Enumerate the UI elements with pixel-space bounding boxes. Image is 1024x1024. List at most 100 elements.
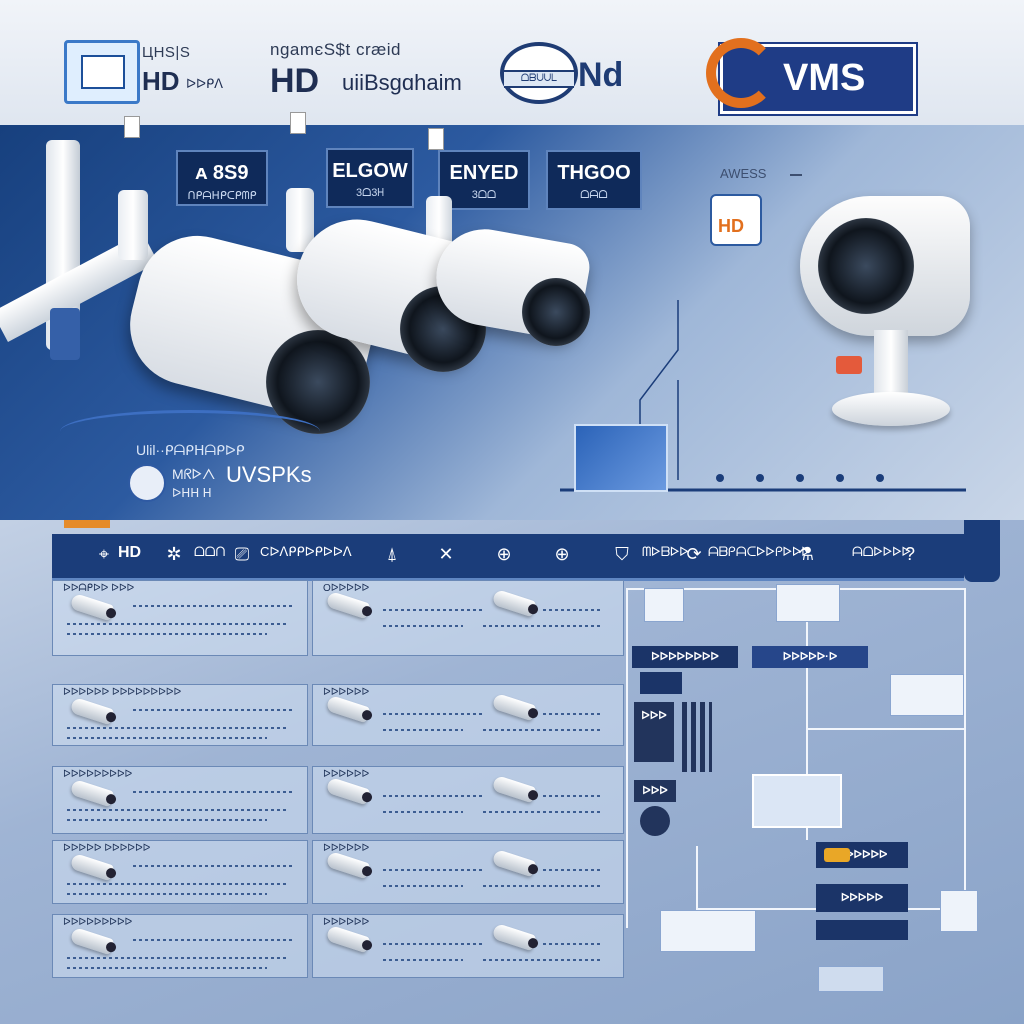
spec-text-line [383,885,463,887]
diagram-line [806,620,808,840]
brand-logo-icon [64,40,140,104]
spec-text-line [483,959,603,961]
spec-text-line [543,713,603,715]
camera-icon [491,922,537,952]
spec-text-line [543,795,603,797]
spec-text-line [543,869,603,871]
spec-text-line [383,943,483,945]
footer-chip[interactable] [818,966,884,992]
spec-cell[interactable]: ᐅᐅᐅᐅᐅᐅ [312,684,624,746]
file-icon[interactable] [940,890,978,932]
swoosh-decoration [60,410,320,453]
spec-cell[interactable]: Oᐅᐅᐅᐅᐅ [312,580,624,656]
spec-text-line [383,959,463,961]
diagram-dark-2[interactable]: ᐅᐅᐅᐅᐅ [816,884,908,912]
storage-icon [640,806,670,836]
navbar-end-cap [964,520,1000,582]
diagram-label-a: ᐅᐅᐅᐅᐅᐅᐅᐅ [632,646,738,668]
camera-base [832,392,950,426]
nav-item-4[interactable]: ᗩᗷᑭᗩᑕᐅᐅᑭᐅᐅᐅ [708,544,812,559]
camera-icon[interactable]: ⎚ [234,544,250,564]
nav-item-2[interactable]: Cᐅᐱᑭᑭᐅᑭᐅᐅᐱ [260,544,352,559]
spec-text-line [67,957,287,959]
status-chip-icon [824,848,850,862]
camera-label-2: ELGOW 3ᗝ3ᕼ [326,148,414,208]
shield-icon[interactable]: ⛉ [615,544,629,564]
spec-text-line [133,605,293,607]
camera-icon [491,848,537,878]
camera-icon [69,696,115,726]
arm-clip-icon [50,308,80,360]
spec-text-line [383,625,463,627]
monitor-box[interactable] [890,674,964,716]
hd-badge-icon: HD [710,194,762,246]
help-icon[interactable]: ? [904,544,915,564]
spec-cell[interactable]: ᐅᐅᐅᐅᐅᐅ [312,766,624,834]
spec-cell-caption: ᐅᐅᐅᐅᐅᐅᐅᐅᐅ [63,769,133,780]
spec-text-line [133,939,293,941]
spec-text-line [383,713,483,715]
spec-cell-caption: ᐅᐅᐅᐅᐅ ᐅᐅᐅᐅᐅᐅ [63,843,151,854]
diagram-line [696,846,698,910]
spec-cell[interactable]: ᐅᐅᐅᐅᐅᐅᐅᐅᐅ [52,914,308,978]
nav-item-1[interactable]: ᗝᗝᑎ [194,544,226,559]
camera-icon[interactable]: ⌖ [98,544,110,564]
camera-icon [325,590,371,620]
camera-icon [325,776,371,806]
spec-cell[interactable]: ᐅᐅᐅᐅᐅᐅ [312,840,624,904]
map-thumbnail[interactable] [752,774,842,828]
spec-text-line [383,729,463,731]
spec-cell[interactable]: ᐅᐅᗩᑭᐅᐅ ᐅᐅᐅ [52,580,308,656]
antenna-icon[interactable]: ⍋ [386,544,398,564]
spec-cell[interactable]: ᐅᐅᐅᐅᐅ ᐅᐅᐅᐅᐅᐅ [52,840,308,904]
diagram-box-2[interactable]: ᐅᐅᐅ [634,780,676,802]
camera-icon [325,694,371,724]
spec-text-line [67,633,267,635]
hanging-tag-icon [290,112,306,134]
spec-cell-caption: ᐅᐅᐅᐅᐅᐅ [323,843,370,854]
spec-text-line [67,737,267,739]
flask-icon[interactable]: ⚗ [797,544,815,564]
spec-text-line [483,625,603,627]
brand-hd-sub: ᐅᐅᑭᐱ [186,76,224,91]
spec-text-line [543,609,603,611]
spec-text-line [67,819,267,821]
network-icon[interactable]: ⊕ [496,544,512,564]
camera-icon [69,592,115,622]
camera-icon [325,924,371,954]
device-icon[interactable] [644,588,684,622]
right-top-label: AWESS [720,166,767,181]
refresh-icon[interactable]: ⟳ [686,544,702,564]
nav-item-3[interactable]: ᗰᐅᗷᐅᐅ [642,544,690,559]
rack-slots [682,702,712,772]
spec-cell[interactable]: ᐅᐅᐅᐅᐅᐅ [312,914,624,978]
panel-box[interactable] [660,910,756,952]
spec-cell[interactable]: ᐅᐅᐅᐅᐅᐅᐅᐅᐅ [52,766,308,834]
spec-text-line [133,709,293,711]
spec-text-line [67,967,267,969]
vms-logo-text: VMS [783,57,866,99]
left-caption: Ulil··ᑭᗩᑭᕼᗩᑭᐅᑭ [136,442,245,458]
nav-item-5[interactable]: ᗩᗝᐅᐅᐅᐅ [852,544,912,559]
diagram-box-1[interactable]: ᐅᐅᐅ [634,702,674,762]
camera-label-3: ENYED 3ᗝᗝ [438,150,530,210]
spec-text-line [483,811,603,813]
spec-cell-caption: ᐅᐅᐅᐅᐅᐅ ᐅᐅᐅᐅᐅᐅᐅᐅᐅ [63,687,182,698]
spec-cell-caption: ᐅᐅᗩᑭᐅᐅ ᐅᐅᐅ [63,583,135,594]
tagline-top: ngamєS$t cræid [270,40,401,59]
tools-icon[interactable]: ✕ [438,544,454,564]
spec-text-line [67,727,287,729]
tagline-hd: HD [270,62,320,100]
preview-thumbnail[interactable] [574,424,668,492]
spec-cell[interactable]: ᐅᐅᐅᐅᐅᐅ ᐅᐅᐅᐅᐅᐅᐅᐅᐅ [52,684,308,746]
diagram-dark-bar [816,920,908,940]
camera-icon [325,850,371,880]
server-box[interactable] [776,584,840,622]
spec-text-line [383,811,463,813]
brand-small-text: ЦHS|S [142,44,191,61]
gear-icon[interactable]: ✲ [166,544,182,564]
network-icon[interactable]: ⊕ [554,544,570,564]
spec-text-line [383,795,483,797]
spec-cell-caption: ᐅᐅᐅᐅᐅᐅᐅᐅᐅ [63,917,133,928]
nav-item-hd[interactable]: HD [118,544,142,561]
